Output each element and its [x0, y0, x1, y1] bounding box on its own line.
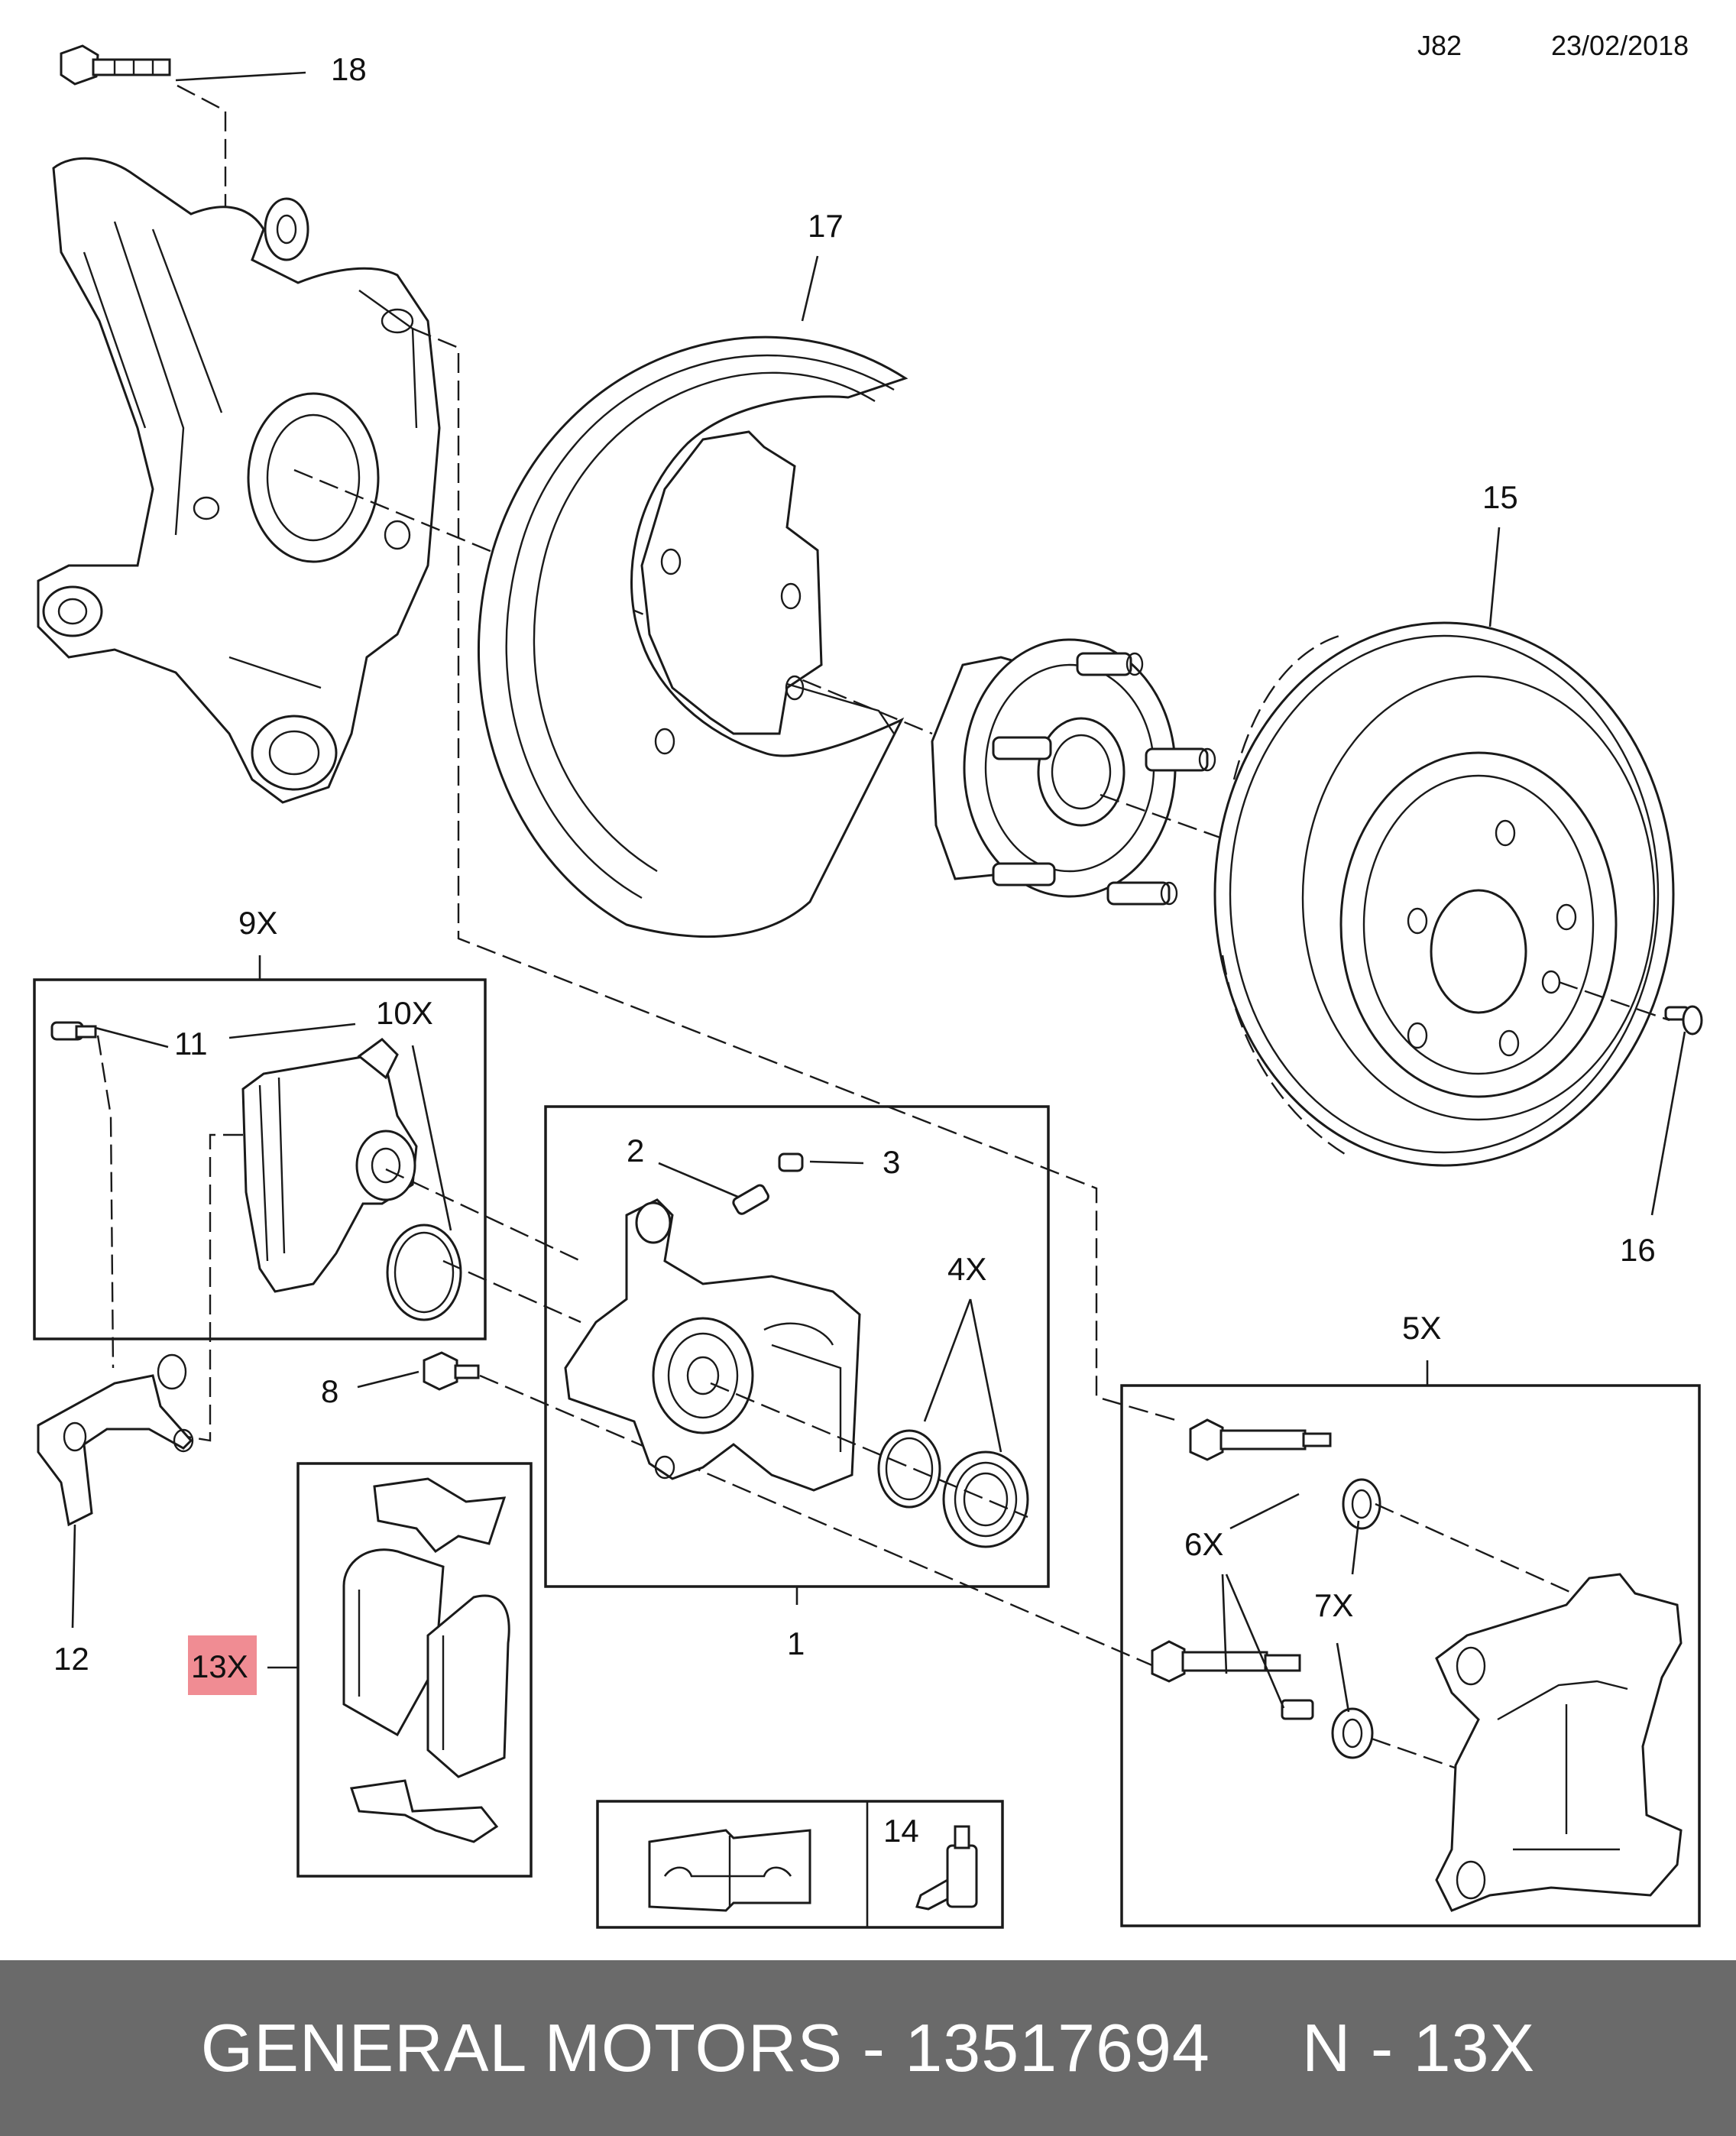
bolt-18-drawing — [60, 44, 171, 86]
callout-18: 18 — [331, 51, 367, 87]
callout-6x: 6X — [1184, 1526, 1223, 1562]
callout-9x: 9X — [238, 905, 277, 941]
footer-bar: GENERAL MOTORS - 13517694 N - 13X — [0, 1960, 1736, 2136]
hub-bearing-drawing — [931, 638, 1216, 906]
callout-5x: 5X — [1402, 1310, 1441, 1346]
oring-10x-drawing — [386, 1224, 462, 1321]
diagram-date: 23/02/2018 — [1551, 30, 1689, 61]
callout-13x: 13X — [191, 1648, 248, 1684]
bolt-8-drawing — [423, 1351, 480, 1391]
bleed-screw-2-drawing — [732, 1184, 769, 1215]
callout-14: 14 — [883, 1813, 919, 1849]
brake-pads-13x-drawing — [342, 1477, 510, 1843]
caliper-motor-drawing — [241, 1038, 418, 1293]
info-box-14 — [596, 1800, 1004, 1929]
exploded-parts-diagram: J82 23/02/2018 18 — [33, 30, 1703, 1929]
guide-pin-6x-lower-drawing — [1151, 1640, 1314, 1720]
screw-11-drawing — [50, 1021, 97, 1041]
group-box-5x — [1120, 1384, 1701, 1927]
caliper-1-drawing — [564, 1198, 861, 1492]
brake-disc-15-drawing — [1213, 621, 1675, 1167]
caliper-carrier-drawing — [1435, 1573, 1683, 1912]
dust-shield-17-drawing — [478, 335, 908, 938]
callout-15: 15 — [1482, 479, 1518, 515]
callout-2: 2 — [627, 1133, 644, 1168]
callout-4x: 4X — [947, 1251, 986, 1287]
bracket-12-drawing — [37, 1353, 194, 1527]
cap-3-drawing — [778, 1152, 804, 1172]
callout-16: 16 — [1620, 1232, 1656, 1268]
callout-7x: 7X — [1314, 1587, 1353, 1623]
callout-11: 11 — [174, 1026, 208, 1062]
footer-reference: N - 13X — [1301, 2010, 1536, 2086]
guide-pin-6x-upper-drawing — [1189, 1418, 1332, 1461]
callout-3: 3 — [883, 1144, 900, 1180]
boot-7x-drawing — [1331, 1478, 1381, 1759]
diagram-code: J82 — [1417, 30, 1462, 61]
callout-8: 8 — [321, 1373, 338, 1409]
callout-17: 17 — [808, 208, 844, 244]
highlight-13x-bg — [188, 1635, 257, 1695]
callout-10x: 10X — [376, 995, 433, 1031]
callout-1: 1 — [787, 1625, 805, 1661]
callout-12: 12 — [53, 1641, 89, 1677]
footer-part-number: GENERAL MOTORS - 13517694 — [200, 2010, 1210, 2086]
service-book-icon — [648, 1829, 811, 1912]
grease-tube-14-drawing — [915, 1825, 978, 1911]
knuckle-drawing — [37, 157, 441, 804]
screw-16-drawing — [1664, 1005, 1703, 1036]
seal-4x-drawing — [877, 1429, 1029, 1548]
group-box-13x — [296, 1462, 533, 1878]
